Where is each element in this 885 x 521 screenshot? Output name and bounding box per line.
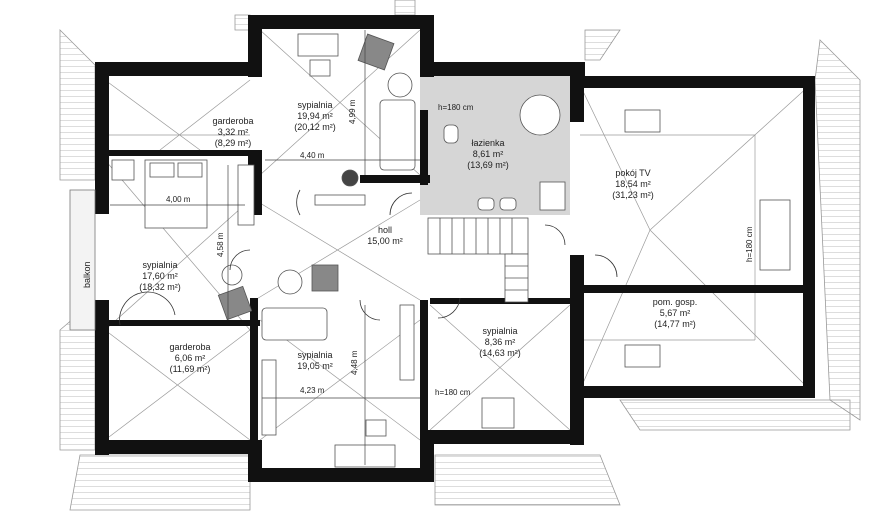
dimension-4-00: 4,00 m	[166, 195, 191, 204]
armchair-icon-2	[311, 264, 339, 292]
height-note-bedroom: h=180 cm	[435, 388, 471, 397]
balcony	[69, 189, 96, 331]
room-label-utility-room: pom. gosp.5,67 m²(14,77 m²)	[652, 297, 698, 329]
dimension-4-58: 4,58 m	[216, 232, 225, 257]
walls	[95, 15, 815, 482]
dimension-4-23: 4,23 m	[300, 386, 325, 395]
armchair-icon-3	[217, 285, 253, 321]
dimension-4-40: 4,40 m	[300, 151, 325, 160]
roof-eaves	[59, 0, 861, 511]
dimension-4-99: 4,99 m	[348, 99, 357, 124]
doors	[119, 189, 618, 326]
bathtub-icon-2	[261, 307, 328, 341]
corner-tub-icon	[519, 94, 561, 136]
height-note-tv-room: h=180 cm	[745, 226, 754, 262]
staircase	[427, 217, 529, 303]
dimension-4-48: 4,48 m	[350, 350, 359, 375]
dimension-lines	[110, 30, 420, 465]
armchair-icon	[357, 33, 395, 71]
bathtub-icon	[379, 99, 416, 171]
balcony-label: balkon	[82, 261, 92, 288]
height-note-bathroom: h=180 cm	[438, 103, 474, 112]
